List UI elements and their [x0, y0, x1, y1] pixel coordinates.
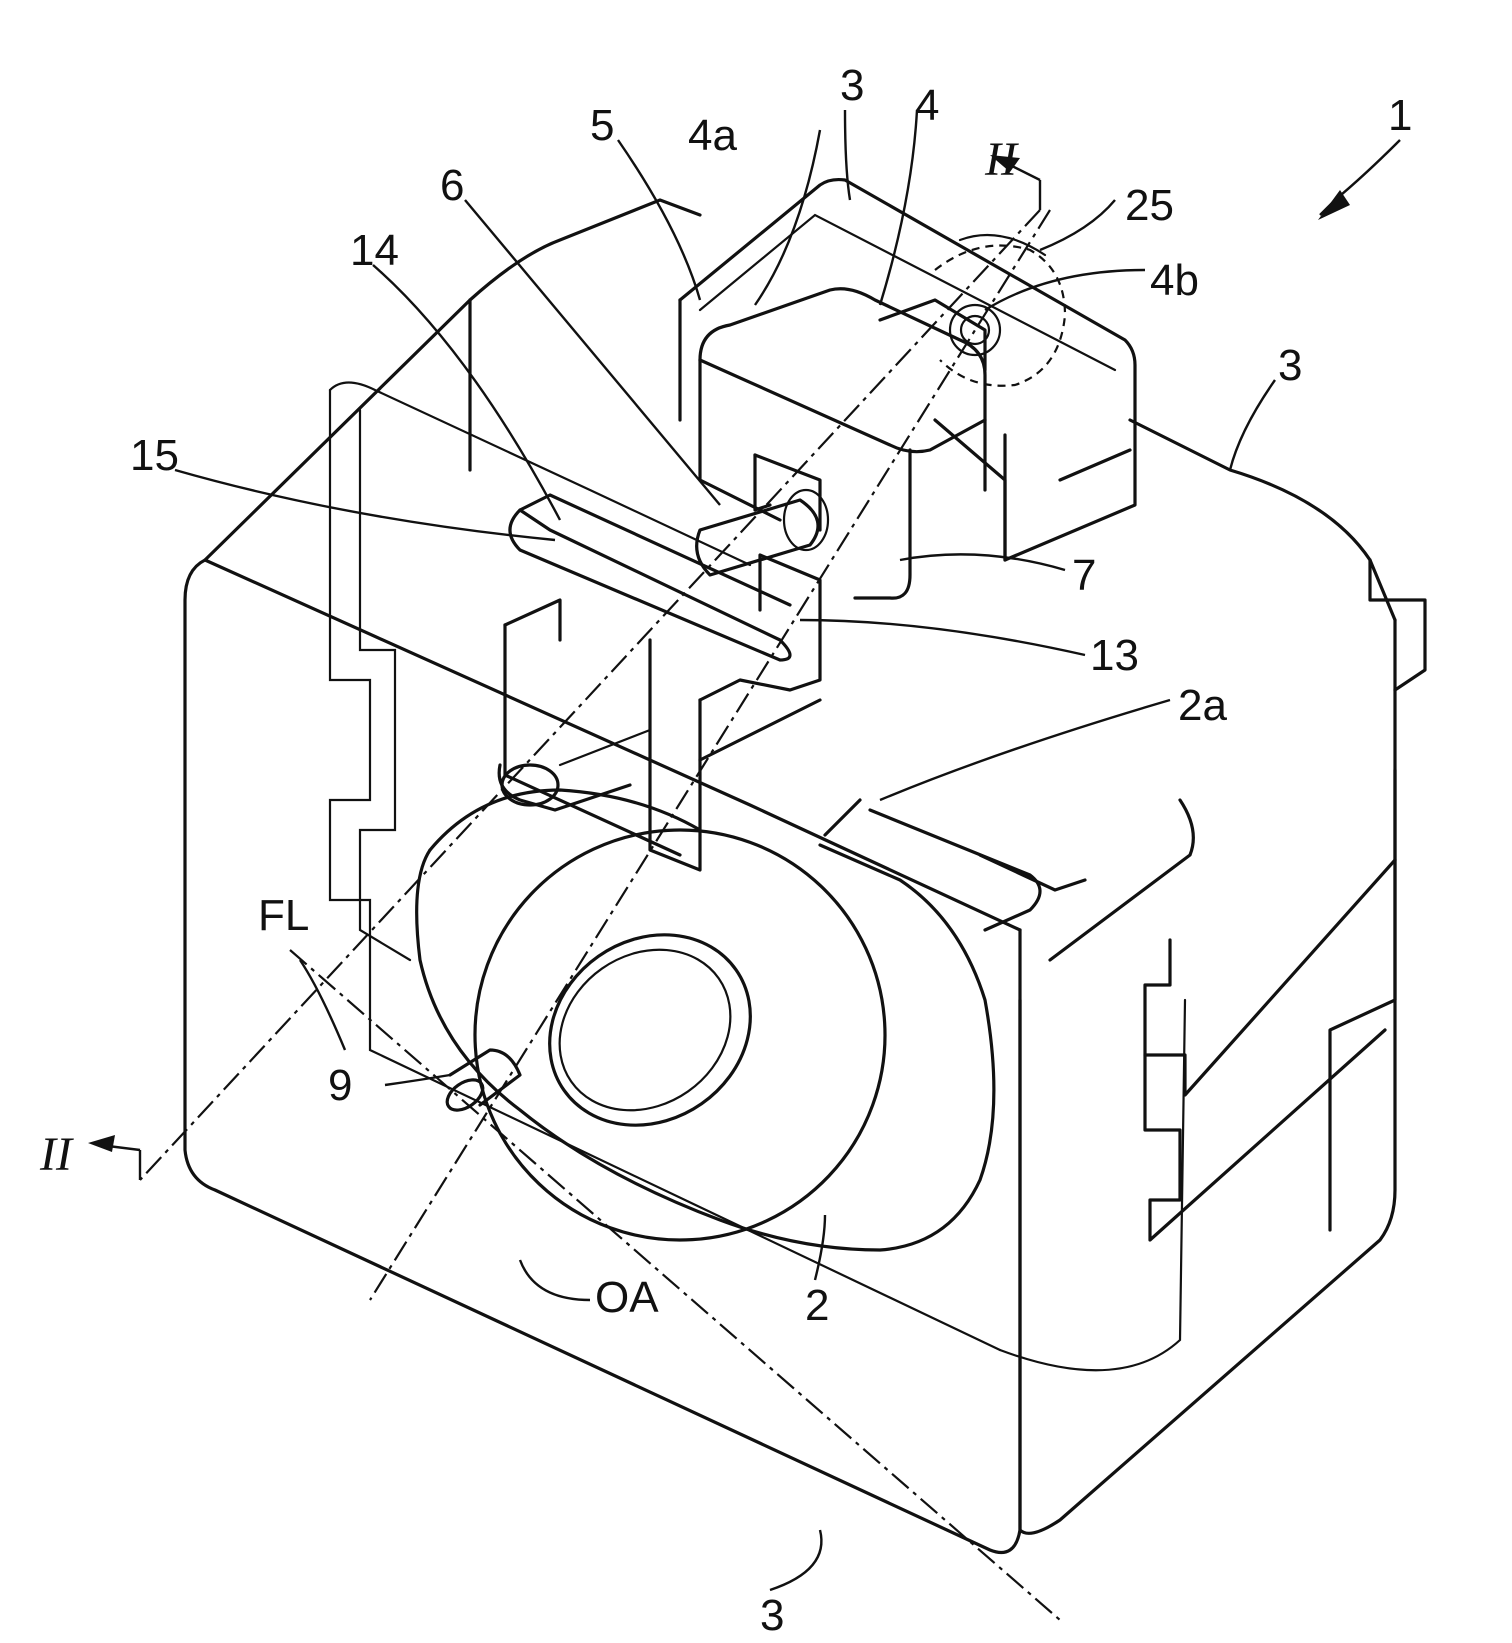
lead-screw-4 — [880, 235, 1065, 386]
label-4a: 4a — [688, 111, 737, 160]
label-II-left: II — [39, 1128, 74, 1181]
label-3-top: 3 — [840, 61, 864, 110]
motor-5 — [700, 289, 985, 598]
label-3-right: 3 — [1278, 341, 1302, 390]
label-9: 9 — [328, 1061, 352, 1110]
label-2a: 2a — [1178, 681, 1227, 730]
label-FL: FL — [258, 891, 309, 940]
label-1: 1 — [1388, 91, 1412, 140]
housing-outline — [185, 200, 1425, 1553]
label-13: 13 — [1090, 631, 1139, 680]
label-4b: 4b — [1150, 256, 1199, 305]
label-4: 4 — [915, 81, 939, 130]
label-6: 6 — [440, 161, 464, 210]
label-14: 14 — [350, 226, 399, 275]
label-2: 2 — [805, 1281, 829, 1330]
label-15: 15 — [130, 431, 179, 480]
reference-labels: 1 3 4 4a 5 6 14 15 25 4b 3 7 13 2a FL 9 … — [39, 61, 1412, 1640]
label-II-top: II — [984, 133, 1019, 186]
label-3-bottom: 3 — [760, 1591, 784, 1640]
pin-9 — [442, 1050, 520, 1116]
label-7: 7 — [1072, 551, 1096, 600]
label-OA: OA — [595, 1273, 659, 1322]
label-5: 5 — [590, 101, 614, 150]
lens-barrel-2 — [408, 763, 1085, 1308]
label-25: 25 — [1125, 181, 1174, 230]
